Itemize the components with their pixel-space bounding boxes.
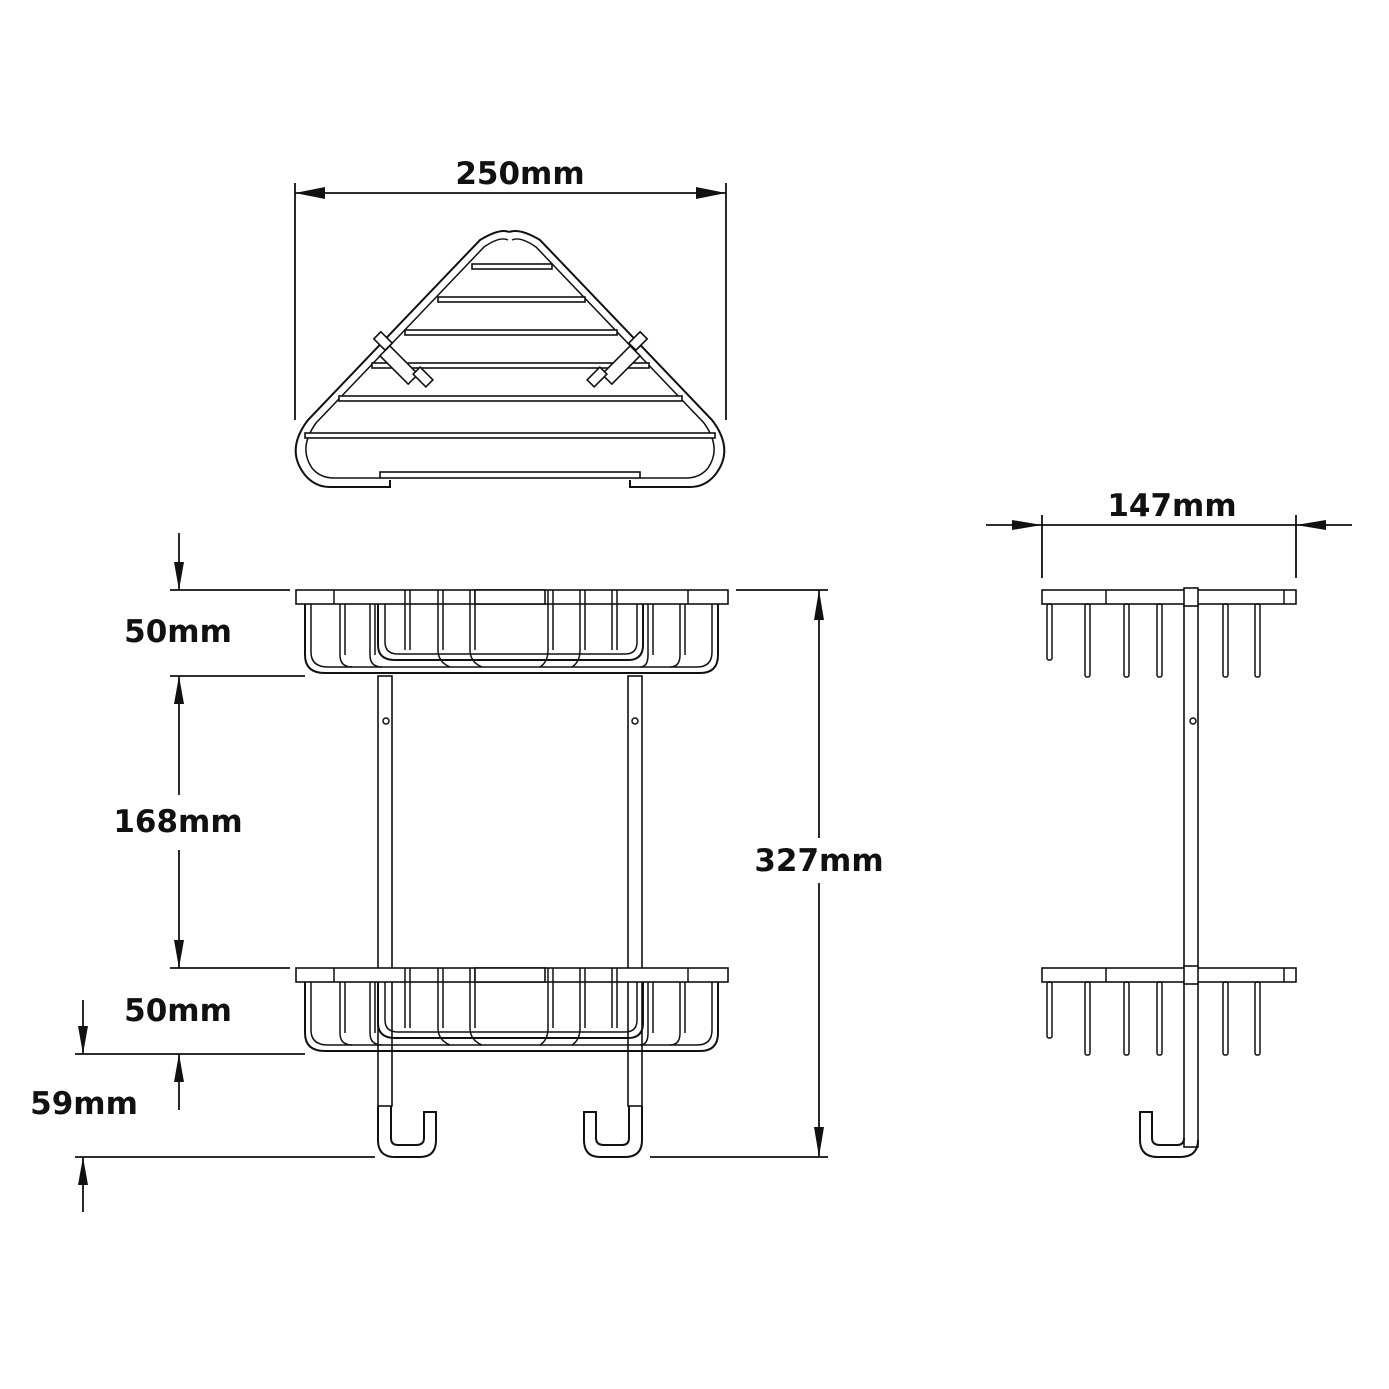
- slat-5: [338, 395, 683, 402]
- hook-left: [377, 1106, 437, 1158]
- slat-1: [471, 263, 553, 270]
- slat-4: [371, 362, 650, 369]
- screw-hole-right: [631, 717, 639, 725]
- arrow-right-icon: [1012, 520, 1042, 530]
- upright-left: [377, 675, 393, 1107]
- front-view: 50mm 168mm 50mm 59mm 327mm: [30, 533, 890, 1212]
- arrow-up-icon: [174, 1054, 184, 1082]
- slat-2: [437, 296, 586, 303]
- front-bar: [379, 471, 641, 479]
- label-top-width: 250mm: [455, 156, 584, 192]
- arrow-down-icon: [174, 940, 184, 968]
- slat-3: [404, 329, 618, 336]
- arrow-up-icon: [174, 676, 184, 704]
- hook-right: [583, 1106, 643, 1158]
- basket-frame-right: [508, 230, 726, 488]
- label-upper-basket-height: 50mm: [124, 614, 232, 650]
- label-side-depth: 147mm: [1107, 488, 1236, 524]
- arrow-down-icon: [174, 562, 184, 590]
- wall-bracket-right: [585, 330, 649, 389]
- label-overall-height: 327mm: [754, 843, 883, 879]
- arrow-up-icon: [78, 1157, 88, 1185]
- label-lower-basket-height: 50mm: [124, 993, 232, 1029]
- arrow-left-icon: [1296, 520, 1326, 530]
- side-hook: [1139, 1111, 1199, 1158]
- side-upper-shelf: [1041, 587, 1297, 678]
- screw-hole-left: [382, 717, 390, 725]
- side-upright: [1183, 589, 1199, 1148]
- label-hook-drop: 59mm: [30, 1086, 138, 1122]
- upper-basket: [295, 589, 729, 674]
- arrow-left-icon: [295, 187, 325, 199]
- wall-bracket-left: [372, 330, 435, 389]
- arrow-right-icon: [696, 187, 726, 199]
- arrow-down-icon: [78, 1026, 88, 1054]
- arrow-down-icon: [814, 1127, 824, 1157]
- arrow-up-icon: [814, 590, 824, 620]
- basket-frame-inner-left: [305, 238, 509, 479]
- basket-frame-inner-right: [511, 238, 715, 479]
- slat-6: [304, 432, 716, 439]
- upright-right: [627, 675, 643, 1107]
- label-gap-height: 168mm: [113, 804, 242, 840]
- lower-basket: [295, 967, 729, 1052]
- basket-frame-left: [294, 230, 510, 488]
- top-view: 250mm: [294, 156, 727, 488]
- side-lower-shelf: [1041, 965, 1297, 1056]
- side-view: 147mm: [986, 488, 1352, 1158]
